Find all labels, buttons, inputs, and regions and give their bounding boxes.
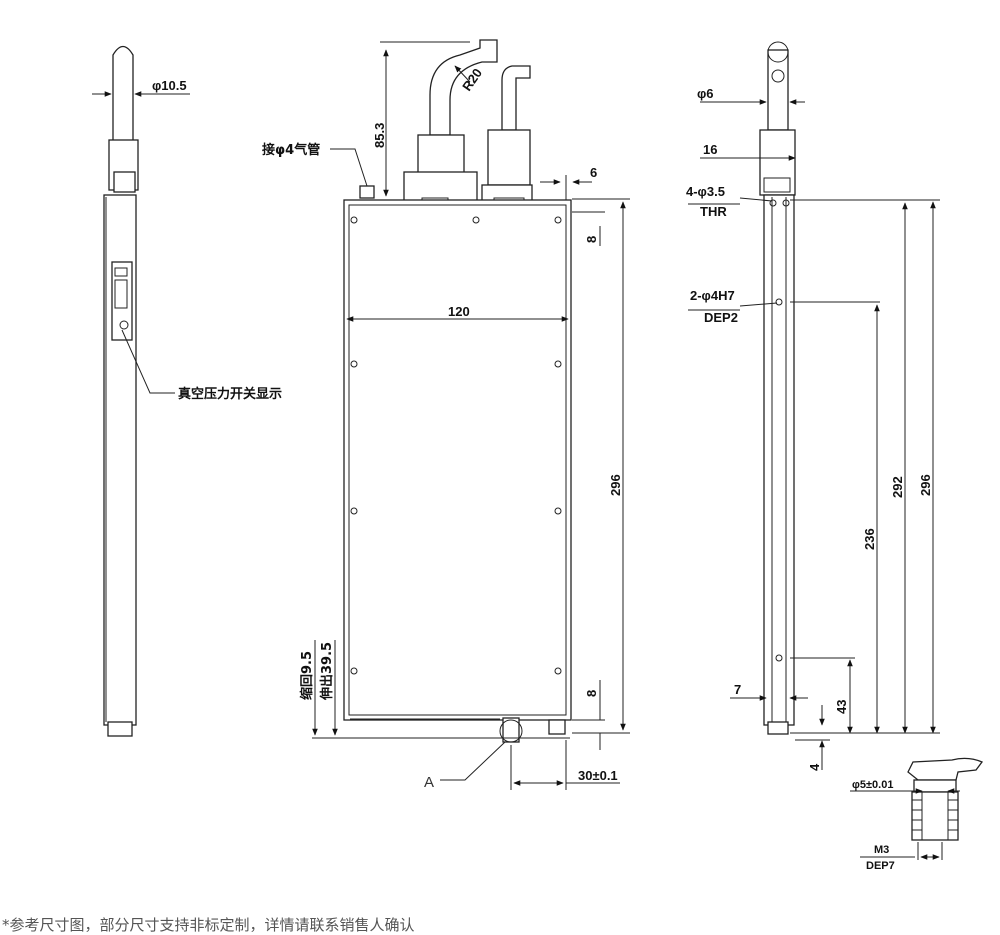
detail-dep7-label: DEP7 xyxy=(866,860,895,872)
right-4-label: 4 xyxy=(807,763,822,771)
vacuum-display-callout: 真空压力开关显示 xyxy=(178,386,282,402)
right-side-view xyxy=(688,41,940,770)
retract-label: 缩回9.5 xyxy=(299,651,315,700)
right-16-label: 16 xyxy=(703,142,717,157)
front-85-3-label: 85.3 xyxy=(372,123,387,148)
detail-m3-label: M3 xyxy=(874,844,889,856)
left-phi10-label: φ10.5 xyxy=(152,78,187,93)
detail-a-view xyxy=(850,757,984,860)
right-7-label: 7 xyxy=(734,682,741,697)
footnote: *参考尺寸图，部分尺寸支持非标定制，详情请联系销售人确认 xyxy=(2,916,415,934)
dep2-label: DEP2 xyxy=(704,310,738,325)
right-292-label: 292 xyxy=(890,476,905,498)
front-8-bottom-label: 8 xyxy=(584,690,599,697)
right-phi6-label: φ6 xyxy=(697,86,714,101)
technical-drawing: φ10.5 真空压力开关显示 xyxy=(92,39,984,872)
right-43-label: 43 xyxy=(834,700,849,714)
front-30-label: 30±0.1 xyxy=(578,768,618,783)
detail-a-marker: A xyxy=(424,774,434,791)
left-side-view xyxy=(92,45,190,737)
front-view xyxy=(312,39,630,790)
front-6-label: 6 xyxy=(590,165,597,180)
air-tube-callout: 接φ4气管 xyxy=(262,142,320,158)
holes-h7-label: 2-φ4H7 xyxy=(690,288,735,303)
thr-label: THR xyxy=(700,204,727,219)
right-236-label: 236 xyxy=(862,528,877,550)
detail-phi5-label: φ5±0.01 xyxy=(852,779,893,791)
front-120-label: 120 xyxy=(448,304,470,319)
front-8-top-label: 8 xyxy=(584,236,599,243)
right-296-label: 296 xyxy=(918,474,933,496)
holes-thr-label: 4-φ3.5 xyxy=(686,184,725,199)
extend-label: 伸出39.5 xyxy=(319,642,335,701)
front-296-label: 296 xyxy=(608,474,623,496)
